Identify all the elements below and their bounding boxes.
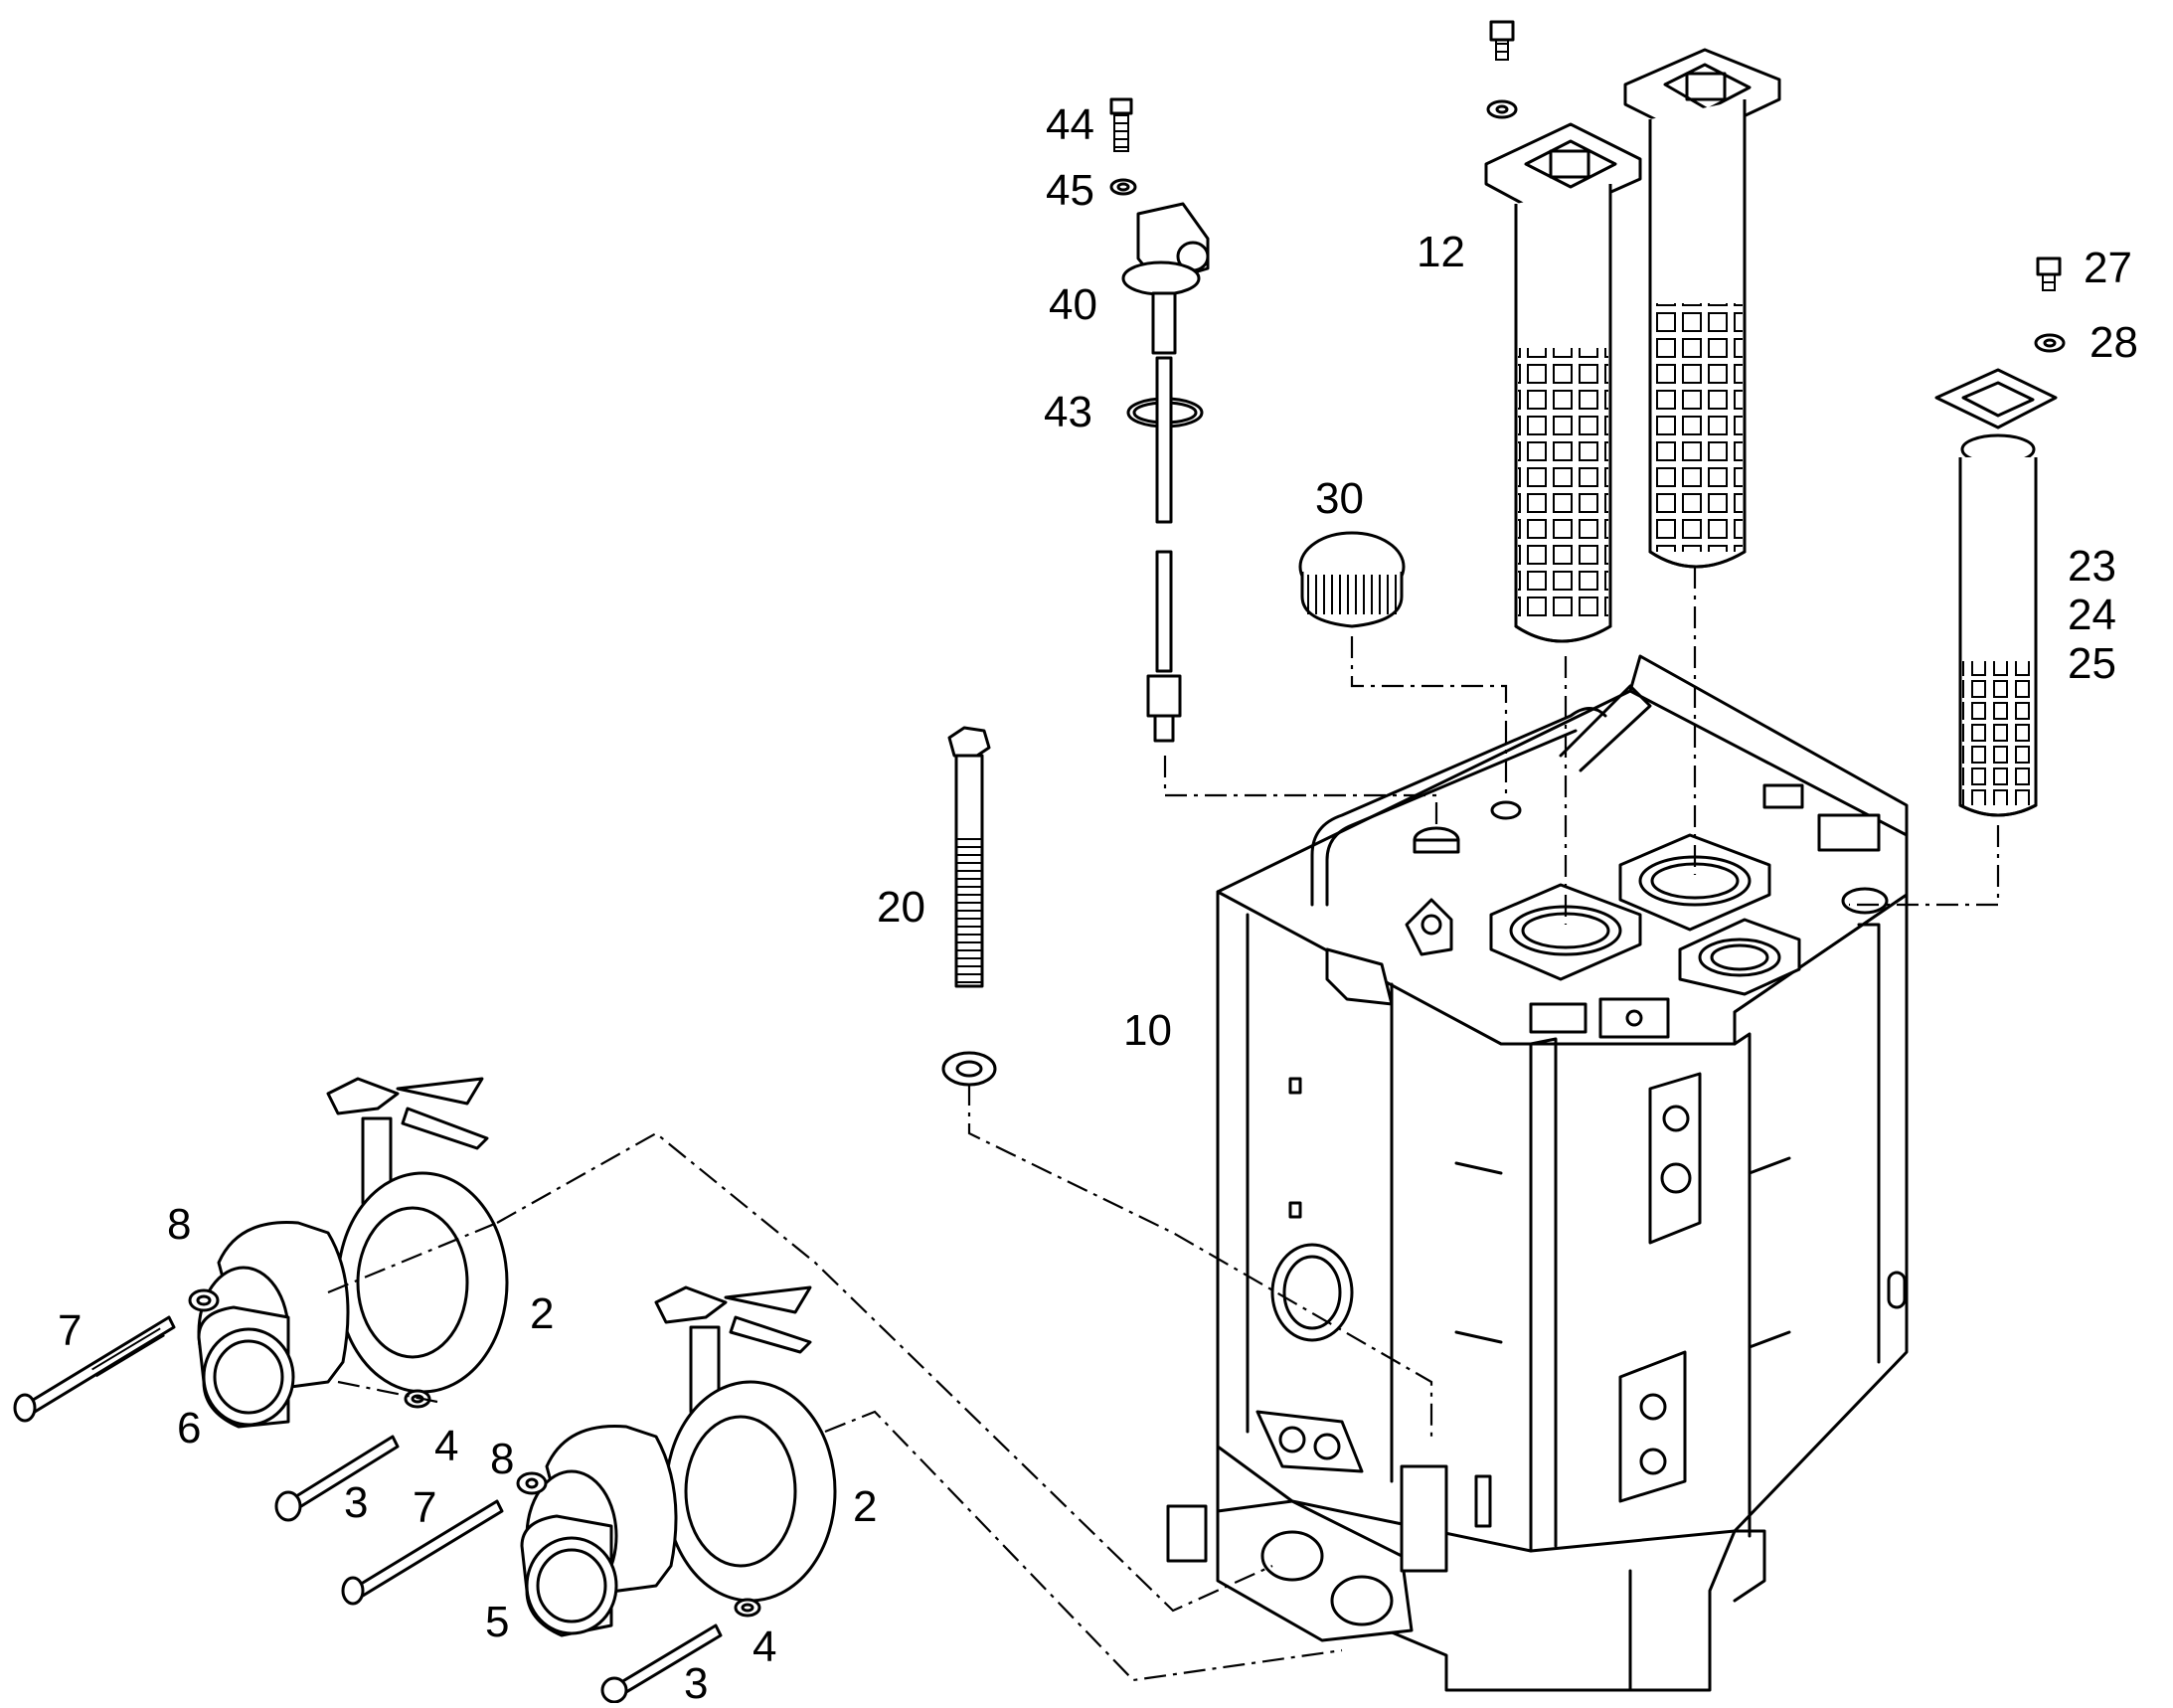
callout-12: 12 [1417,228,1465,276]
callout-4-upper: 4 [434,1422,459,1470]
filter-element-right [1623,48,1781,569]
callout-43: 43 [1044,388,1092,436]
tie-rod [941,726,997,1087]
callout-45: 45 [1046,166,1094,215]
callout-40: 40 [1049,280,1097,329]
callout-27: 27 [2084,244,2132,292]
breather-cap [1298,531,1406,628]
filter-element-left [1484,122,1642,643]
return-filter [1934,256,2066,817]
callout-2-lower: 2 [853,1482,878,1531]
callout-20: 20 [877,883,925,932]
callout-5: 5 [485,1598,510,1646]
valve-assembly-lower [341,1285,837,1704]
callout-7-lower: 7 [413,1483,437,1532]
callout-3-upper: 3 [344,1478,369,1527]
callout-7-upper: 7 [58,1306,83,1355]
callout-23: 23 [2068,542,2116,591]
callout-8-lower: 8 [490,1435,515,1483]
level-sensor [1109,97,1210,743]
callout-30: 30 [1315,474,1364,523]
callout-8-upper: 8 [167,1200,192,1249]
callout-3-lower: 3 [684,1659,709,1708]
callout-24: 24 [2068,591,2116,639]
tank-housing [1166,654,1909,1692]
filter-cover-bolt [1486,20,1518,119]
callout-28: 28 [2089,318,2138,367]
callout-2-upper: 2 [530,1289,555,1338]
callout-25: 25 [2068,639,2116,688]
assembly-lines [327,567,2000,1682]
callout-10: 10 [1123,1006,1172,1055]
valve-assembly-upper [13,1077,509,1522]
callout-6: 6 [177,1404,202,1452]
callout-44: 44 [1046,100,1094,149]
callout-4-lower: 4 [752,1623,777,1671]
